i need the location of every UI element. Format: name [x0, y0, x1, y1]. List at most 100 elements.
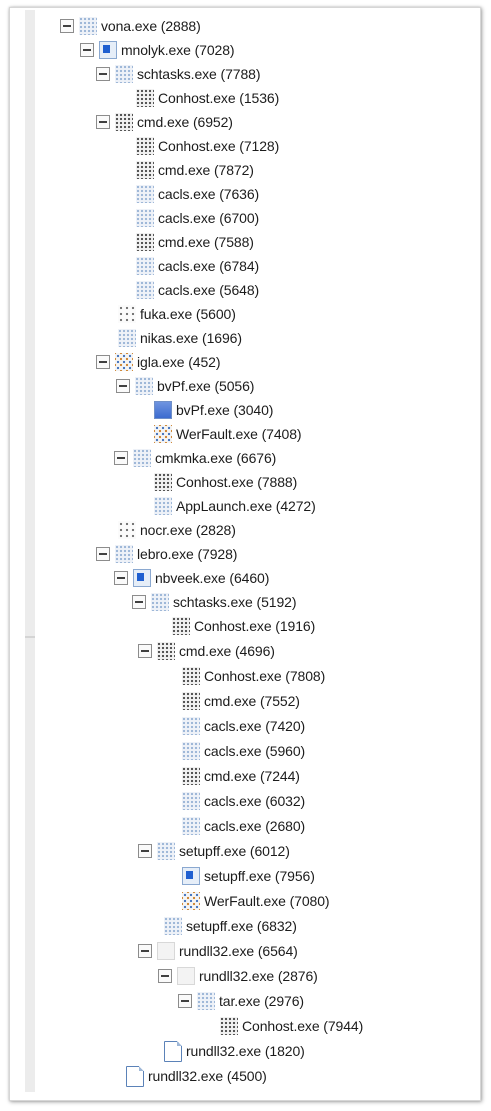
tree-node-label: cacls.exe (6032) — [204, 793, 306, 809]
tree-node-label: cacls.exe (6784) — [158, 258, 260, 274]
tree-node[interactable]: setupff.exe (7956) — [182, 866, 315, 886]
tree-node-label: rundll32.exe (1820) — [186, 1043, 305, 1059]
tree-node-label: rundll32.exe (2876) — [199, 968, 318, 984]
tree-node[interactable]: Conhost.exe (7808) — [182, 666, 325, 686]
tree-node[interactable]: cacls.exe (7636) — [136, 184, 259, 204]
tree-node[interactable]: bvPf.exe (5056) — [116, 376, 254, 396]
tree-node[interactable]: WerFault.exe (7408) — [154, 424, 302, 444]
collapse-toggle-icon[interactable] — [96, 67, 110, 81]
collapse-toggle-icon[interactable] — [138, 844, 152, 858]
tree-node[interactable]: cacls.exe (6784) — [136, 256, 259, 276]
tree-node[interactable]: cmd.exe (7552) — [182, 691, 300, 711]
tree-node[interactable]: Conhost.exe (7888) — [154, 472, 297, 492]
tree-node-label: vona.exe (2888) — [101, 18, 201, 34]
tree-node-label: setupff.exe (6012) — [179, 843, 290, 859]
tree-node-label: cmd.exe (7552) — [204, 693, 300, 709]
tree-node[interactable]: rundll32.exe (2876) — [158, 966, 318, 986]
process-icon — [182, 717, 200, 735]
tree-node[interactable]: cmd.exe (4696) — [138, 641, 275, 661]
collapse-toggle-icon[interactable] — [116, 379, 130, 393]
tree-node-label: Conhost.exe (7128) — [158, 138, 280, 154]
tree-node-label: setupff.exe (7956) — [204, 868, 315, 884]
tree-node[interactable]: cacls.exe (7420) — [182, 716, 305, 736]
process-icon — [79, 17, 97, 35]
document-icon — [126, 1065, 144, 1087]
tree-node-label: cacls.exe (6700) — [158, 210, 260, 226]
tree-node[interactable]: schtasks.exe (5192) — [132, 592, 296, 612]
tree-node[interactable]: Conhost.exe (7944) — [220, 1016, 363, 1036]
console-process-icon — [172, 617, 190, 635]
tree-node[interactable]: WerFault.exe (7080) — [182, 891, 330, 911]
tree-node[interactable]: fuka.exe (5600) — [118, 304, 236, 324]
tree-node[interactable]: bvPf.exe (3040) — [154, 400, 273, 420]
tree-node[interactable]: Conhost.exe (1916) — [172, 616, 315, 636]
process-icon — [164, 917, 182, 935]
tree-node[interactable]: nocr.exe (2828) — [118, 520, 236, 540]
tree-node[interactable]: nbveek.exe (6460) — [114, 568, 269, 588]
color-process-icon — [115, 353, 133, 371]
tree-node[interactable]: rundll32.exe (1820) — [164, 1040, 305, 1062]
collapse-toggle-icon[interactable] — [178, 994, 192, 1008]
tree-node[interactable]: cmd.exe (7588) — [136, 232, 254, 252]
tree-node[interactable]: cacls.exe (5960) — [182, 741, 305, 761]
process-icon — [136, 281, 154, 299]
window-full-icon — [154, 401, 172, 419]
tree-node[interactable]: setupff.exe (6832) — [164, 916, 297, 936]
tree-node-label: cacls.exe (7420) — [204, 718, 306, 734]
console-process-icon — [157, 642, 175, 660]
collapse-toggle-icon[interactable] — [158, 969, 172, 983]
collapse-toggle-icon[interactable] — [96, 547, 110, 561]
collapse-toggle-icon[interactable] — [132, 595, 146, 609]
tree-node[interactable]: vona.exe (2888) — [60, 16, 201, 36]
tree-node[interactable]: cacls.exe (6032) — [182, 791, 305, 811]
collapse-toggle-icon[interactable] — [138, 944, 152, 958]
collapse-toggle-icon[interactable] — [114, 571, 128, 585]
tree-gutter — [25, 10, 35, 1092]
tree-node[interactable]: cmkmka.exe (6676) — [114, 448, 276, 468]
tree-node[interactable]: nikas.exe (1696) — [118, 328, 242, 348]
collapse-toggle-icon[interactable] — [138, 644, 152, 658]
process-icon — [182, 742, 200, 760]
tree-node[interactable]: Conhost.exe (7128) — [136, 136, 279, 156]
tree-node-label: nocr.exe (2828) — [140, 522, 236, 538]
tree-node-label: lebro.exe (7928) — [137, 546, 238, 562]
tree-node[interactable]: igla.exe (452) — [96, 352, 221, 372]
tree-node[interactable]: cacls.exe (5648) — [136, 280, 259, 300]
process-icon — [154, 497, 172, 515]
tree-node-label: cmkmka.exe (6676) — [155, 450, 277, 466]
console-process-icon — [182, 767, 200, 785]
collapse-toggle-icon[interactable] — [114, 451, 128, 465]
process-tree: vona.exe (2888) mnolyk.exe (7028) schtasks… — [10, 8, 480, 1100]
tree-node[interactable]: rundll32.exe (4500) — [126, 1065, 267, 1087]
tree-node[interactable]: rundll32.exe (6564) — [138, 941, 298, 961]
document-icon — [164, 1040, 182, 1062]
tree-node-label: cacls.exe (7636) — [158, 186, 260, 202]
process-icon — [136, 257, 154, 275]
collapse-toggle-icon[interactable] — [60, 19, 74, 33]
collapse-toggle-icon[interactable] — [80, 43, 94, 57]
collapse-toggle-icon[interactable] — [96, 115, 110, 129]
tree-node[interactable]: mnolyk.exe (7028) — [80, 40, 235, 60]
tree-node-label: rundll32.exe (4500) — [148, 1068, 267, 1084]
gutter-divider — [25, 636, 35, 638]
tree-node[interactable]: AppLaunch.exe (4272) — [154, 496, 316, 516]
tree-node[interactable]: Conhost.exe (1536) — [136, 88, 279, 108]
console-process-icon — [115, 113, 133, 131]
tree-node[interactable]: tar.exe (2976) — [178, 991, 304, 1011]
process-icon — [151, 593, 169, 611]
tree-node-label: cmd.exe (7244) — [204, 768, 300, 784]
tree-node[interactable]: lebro.exe (7928) — [96, 544, 237, 564]
tree-node[interactable]: cmd.exe (7244) — [182, 766, 300, 786]
tree-node-label: Conhost.exe (1916) — [194, 618, 316, 634]
tree-node[interactable]: cmd.exe (7872) — [136, 160, 254, 180]
color-process-icon — [182, 892, 200, 910]
tree-node[interactable]: cacls.exe (6700) — [136, 208, 259, 228]
tree-node[interactable]: schtasks.exe (7788) — [96, 64, 260, 84]
collapse-toggle-icon[interactable] — [96, 355, 110, 369]
process-icon — [136, 209, 154, 227]
tree-node[interactable]: cmd.exe (6952) — [96, 112, 233, 132]
tree-node-label: bvPf.exe (3040) — [176, 402, 274, 418]
tree-node[interactable]: cacls.exe (2680) — [182, 816, 305, 836]
tree-node[interactable]: setupff.exe (6012) — [138, 841, 290, 861]
sparse-process-icon — [118, 521, 136, 539]
